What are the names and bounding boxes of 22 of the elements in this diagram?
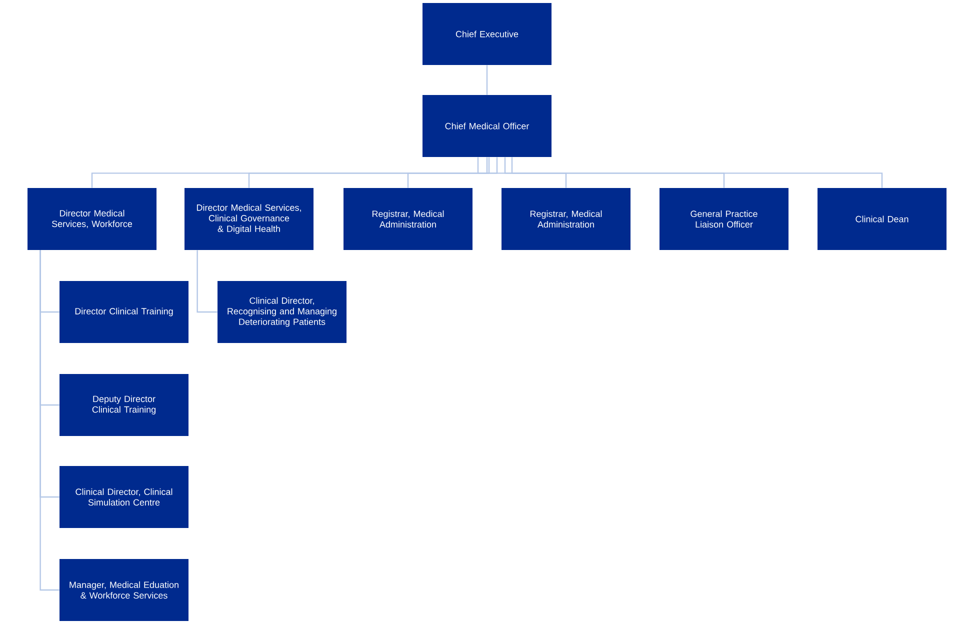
connector-line [504, 157, 567, 188]
org-box: Clinical Director, Recognising and Managing Deteriorating Patients [218, 281, 346, 343]
connector-line [486, 65, 488, 95]
org-box: General Practice Liaison Officer [660, 188, 788, 250]
org-box: Director Medical Services, Workforce [28, 188, 156, 250]
org-box: Clinical Director, Clinical Simulation Centre [60, 466, 188, 528]
org-box: Chief Executive [422, 3, 552, 65]
connector-line [511, 157, 725, 188]
org-box: Clinical Dean [818, 188, 946, 250]
org-box: Manager, Medical Eduation & Workforce Services [60, 559, 188, 621]
connector-line [40, 250, 60, 591]
connector-line [196, 250, 218, 313]
org-box: Registrar, Medical Administration [502, 188, 630, 250]
org-box: Chief Medical Officer [422, 95, 552, 157]
connector-line [407, 157, 498, 188]
connector-line [91, 157, 488, 188]
connector-line [248, 157, 490, 188]
org-box: Director Medical Services, Clinical Governance & Digital Health [184, 188, 314, 250]
connector-line [477, 157, 883, 188]
org-box: Director Clinical Training [60, 281, 188, 343]
org-box: Deputy Director Clinical Training [60, 374, 188, 436]
org-box: Registrar, Medical Administration [344, 188, 472, 250]
